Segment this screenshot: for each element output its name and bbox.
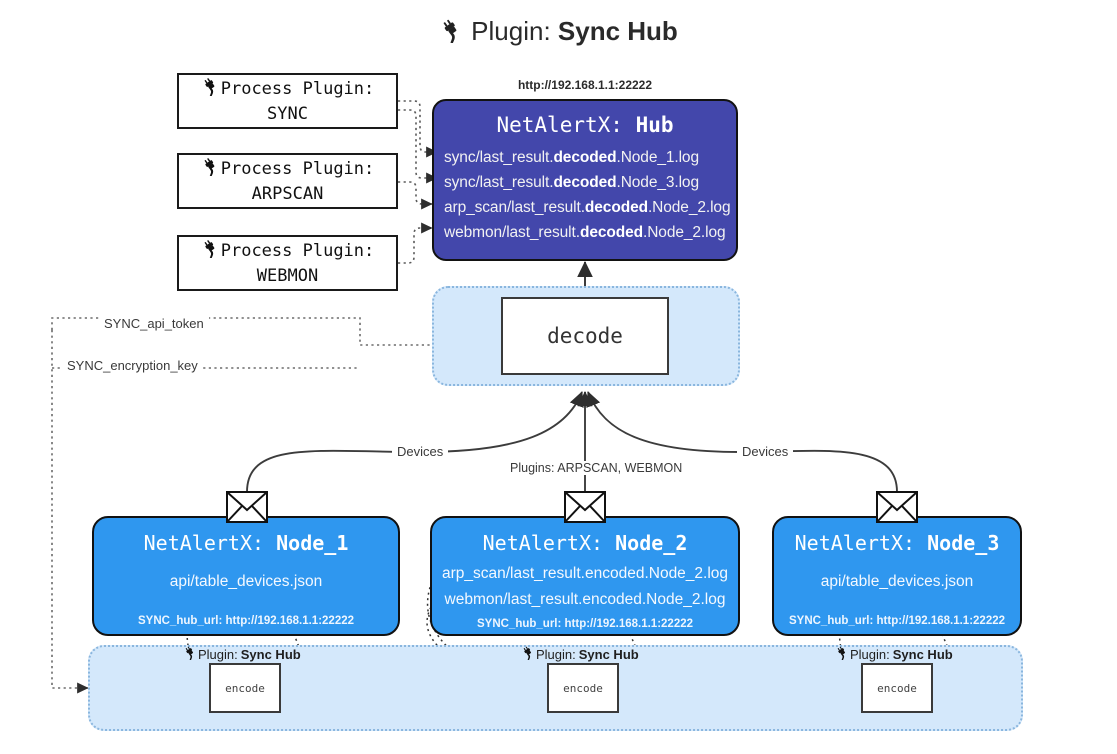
- node-card-node-3[interactable]: NetAlertX: Node_3 api/table_devices.json…: [772, 516, 1022, 636]
- process-plugin-line1: Process Plugin:: [220, 159, 375, 180]
- node-title-name: Node_1: [276, 531, 349, 555]
- envelope-icon: [876, 491, 918, 528]
- edge-label-devices-left: Devices: [392, 444, 449, 459]
- node-card-node-2[interactable]: NetAlertX: Node_2 arp_scan/last_result.e…: [430, 516, 740, 636]
- hub-log-list: sync/last_result.decoded.Node_1.log sync…: [434, 145, 736, 245]
- node-title-prefix: NetAlertX:: [482, 531, 604, 555]
- encode-box-node-1[interactable]: encode: [209, 663, 281, 713]
- hub-log-item: sync/last_result.decoded.Node_3.log: [444, 174, 699, 191]
- edge-label-devices-right: Devices: [737, 444, 794, 459]
- node-line: api/table_devices.json: [820, 573, 974, 590]
- title-name: Sync Hub: [557, 16, 678, 46]
- node-title-prefix: NetAlertX:: [794, 531, 916, 555]
- node-title: NetAlertX: Node_3: [774, 531, 1020, 555]
- process-plugin-line2: WEBMON: [256, 266, 319, 286]
- encoder-tag-name: Sync Hub: [240, 646, 301, 662]
- node-footer: SYNC_hub_url: http://192.168.1.1:22222: [788, 615, 1006, 627]
- encode-box-node-3[interactable]: encode: [861, 663, 933, 713]
- plug-icon: [521, 645, 536, 663]
- plug-icon: [439, 17, 465, 50]
- node-title: NetAlertX: Node_2: [432, 531, 738, 555]
- encoder-plugin-tag: Plugin: Sync Hub: [183, 645, 301, 663]
- secret-label-encryption-key: SYNC_encryption_key: [62, 358, 203, 373]
- encode-label: encode: [225, 681, 265, 695]
- node-card-node-1[interactable]: NetAlertX: Node_1 api/table_devices.json…: [92, 516, 400, 636]
- hub-log-item: webmon/last_result.decoded.Node_2.log: [444, 224, 726, 241]
- plug-icon: [201, 156, 221, 183]
- hub-log-item: arp_scan/last_result.decoded.Node_2.log: [444, 199, 731, 216]
- node-line: webmon/last_result.encoded.Node_2.log: [444, 591, 726, 608]
- node-line: arp_scan/last_result.encoded.Node_2.log: [441, 565, 729, 582]
- encoder-tag-name: Sync Hub: [578, 646, 639, 662]
- encode-box-node-2[interactable]: encode: [547, 663, 619, 713]
- encode-label: encode: [563, 681, 603, 695]
- decode-box[interactable]: decode: [501, 297, 669, 375]
- node-footer: SYNC_hub_url: http://192.168.1.1:22222: [476, 618, 694, 630]
- process-plugin-box-webmon[interactable]: Process Plugin: WEBMON: [177, 235, 398, 291]
- process-plugin-box-sync[interactable]: Process Plugin: SYNC: [177, 73, 398, 129]
- hub-log-item: sync/last_result.decoded.Node_1.log: [444, 149, 699, 166]
- hub-card[interactable]: NetAlertX: Hub sync/last_result.decoded.…: [432, 99, 738, 261]
- plug-icon: [201, 76, 221, 103]
- process-plugin-line2: SYNC: [267, 104, 308, 124]
- encoder-plugin-tag: Plugin: Sync Hub: [835, 645, 953, 663]
- hub-title: NetAlertX: Hub: [434, 113, 736, 137]
- envelope-icon: [564, 491, 606, 528]
- decode-label: decode: [547, 324, 623, 348]
- node-title: NetAlertX: Node_1: [94, 531, 398, 555]
- encoder-tag-prefix: Plugin:: [850, 646, 890, 662]
- plug-icon: [201, 238, 221, 265]
- encoder-plugin-tag: Plugin: Sync Hub: [521, 645, 639, 663]
- encoder-tag-name: Sync Hub: [892, 646, 953, 662]
- process-plugin-line1: Process Plugin:: [220, 241, 375, 262]
- secret-label-api-token: SYNC_api_token: [99, 316, 209, 331]
- process-plugin-line1: Process Plugin:: [220, 79, 375, 100]
- node-title-prefix: NetAlertX:: [143, 531, 265, 555]
- node-title-name: Node_2: [615, 531, 688, 555]
- process-plugin-line2: ARPSCAN: [251, 184, 324, 204]
- edge-label-plugins-center: Plugins: ARPSCAN, WEBMON: [505, 461, 688, 475]
- plug-icon: [835, 645, 850, 663]
- encoder-tag-prefix: Plugin:: [536, 646, 576, 662]
- hub-title-prefix: NetAlertX:: [496, 113, 623, 137]
- title-prefix: Plugin:: [471, 16, 551, 46]
- hub-title-name: Hub: [635, 113, 674, 137]
- encoder-tag-prefix: Plugin:: [198, 646, 238, 662]
- node-line: api/table_devices.json: [169, 573, 323, 590]
- process-plugin-box-arpscan[interactable]: Process Plugin: ARPSCAN: [177, 153, 398, 209]
- node-footer: SYNC_hub_url: http://192.168.1.1:22222: [137, 615, 355, 627]
- node-title-name: Node_3: [927, 531, 1000, 555]
- envelope-icon: [226, 491, 268, 528]
- plug-icon: [183, 645, 198, 663]
- page-title: Plugin: Sync Hub: [0, 16, 1117, 50]
- encode-label: encode: [877, 681, 917, 695]
- hub-url-label: http://192.168.1.1:22222: [517, 78, 653, 92]
